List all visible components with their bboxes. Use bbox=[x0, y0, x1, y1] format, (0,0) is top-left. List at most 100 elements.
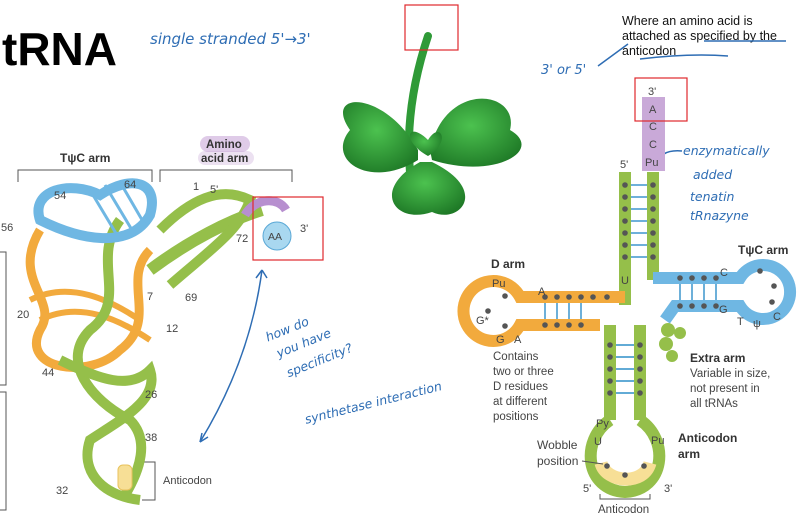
base-a-d: A bbox=[538, 286, 546, 298]
bracket-tpsic bbox=[17, 169, 153, 182]
hw-single-stranded: single stranded 5'→3' bbox=[150, 30, 311, 48]
bracket-d bbox=[0, 251, 7, 386]
amino-acid-note: Where an amino acid is attached as speci… bbox=[622, 14, 777, 58]
num-26: 26 bbox=[145, 389, 157, 401]
d-arm-rungs bbox=[544, 303, 582, 319]
tpsic-arm-loop bbox=[653, 259, 797, 325]
amino-arm-highlight bbox=[200, 136, 250, 152]
base-a1: A bbox=[649, 104, 657, 116]
extra-desc-2: not present in bbox=[690, 383, 760, 395]
hw-added: added bbox=[693, 167, 732, 182]
base-c1: C bbox=[649, 121, 657, 133]
five-prime-bottom: 5' bbox=[583, 483, 591, 495]
label-d-arm: D arm bbox=[491, 257, 525, 271]
num-72: 72 bbox=[236, 233, 248, 245]
num-54: 54 bbox=[54, 190, 66, 202]
five-prime-left: 5' bbox=[210, 184, 218, 196]
num-20: 20 bbox=[17, 309, 29, 321]
num-38: 38 bbox=[145, 432, 157, 444]
base-g-d: G bbox=[496, 334, 505, 346]
base-c-t: C bbox=[720, 267, 728, 279]
wobble-2: position bbox=[537, 454, 578, 468]
base-g-t: G bbox=[719, 304, 728, 316]
trna-3d-diagram: TψC arm Amino acid arm AA 54 64 1 5' 56 … bbox=[0, 136, 324, 511]
num-32: 32 bbox=[56, 485, 68, 497]
num-56: 56 bbox=[1, 222, 13, 234]
d-desc-2: two or three bbox=[493, 366, 554, 378]
label-amino-l1: Amino bbox=[206, 139, 242, 151]
tpsic-ribbon bbox=[33, 178, 157, 244]
d-arm-loop bbox=[457, 275, 625, 347]
hw-enzyme-arrow bbox=[663, 150, 683, 155]
hw-underline-attached bbox=[639, 54, 729, 60]
hw-trnazyne: tRnazyne bbox=[690, 208, 749, 223]
label-anticodon-right: Anticodon bbox=[598, 504, 649, 516]
d-desc-3: D residues bbox=[493, 381, 548, 393]
base-a-d2: A bbox=[514, 334, 522, 346]
anticodon-bracket bbox=[599, 494, 651, 500]
bracket-amino bbox=[159, 169, 293, 182]
hw-enzymatically: enzymatically bbox=[683, 143, 770, 158]
acceptor-ribbon-2 bbox=[156, 189, 257, 289]
acceptor-highlight-box bbox=[634, 77, 688, 122]
num-1: 1 bbox=[193, 181, 199, 193]
five-prime-top: 5' bbox=[620, 159, 628, 171]
aa-label: AA bbox=[268, 231, 282, 243]
aa-highlight-box bbox=[252, 196, 324, 261]
anticodon-3d bbox=[117, 464, 133, 491]
d-arm-ribbon bbox=[25, 227, 154, 372]
label-tpsic-arm: TψC arm bbox=[60, 151, 110, 165]
base-t-t: T bbox=[737, 316, 744, 328]
label-anticodon-arm-1: Anticodon bbox=[678, 431, 737, 445]
amino-tail bbox=[241, 196, 290, 218]
base-g-star: G* bbox=[476, 315, 490, 327]
tpsic-dots bbox=[677, 268, 777, 309]
label-amino-l2: acid arm bbox=[201, 153, 248, 165]
label-extra-arm: Extra arm bbox=[690, 351, 745, 365]
base-c2: C bbox=[649, 139, 657, 151]
anticodon-rungs bbox=[616, 344, 634, 394]
green-ribbon-2 bbox=[57, 355, 157, 505]
hw-synthetase: synthetase interaction bbox=[303, 378, 443, 427]
num-69: 69 bbox=[185, 292, 197, 304]
num-7: 7 bbox=[147, 291, 153, 303]
three-prime-bottom: 3' bbox=[664, 483, 672, 495]
hw-arrow-to-note bbox=[597, 43, 629, 67]
d-arm-dots bbox=[485, 293, 610, 329]
acceptor-rungs bbox=[631, 184, 647, 258]
hw-synthetase-group: synthetase interaction bbox=[303, 378, 443, 427]
three-prime-left: 3' bbox=[300, 223, 308, 235]
num-44: 44 bbox=[42, 367, 54, 379]
d-desc-5: positions bbox=[493, 411, 539, 423]
base-c-t2: C bbox=[773, 311, 781, 323]
extra-arm-dots bbox=[659, 323, 686, 362]
num-12: 12 bbox=[166, 323, 178, 335]
wobble-1: Wobble bbox=[537, 438, 578, 452]
anticodon-loop bbox=[584, 415, 666, 499]
anticodon-dots bbox=[604, 342, 647, 478]
extra-desc-3: all tRNAs bbox=[690, 398, 738, 410]
base-py: Py bbox=[596, 418, 609, 430]
hw-arrowhead-bottom bbox=[199, 432, 209, 443]
label-anticodon-arm-2: arm bbox=[678, 447, 700, 461]
tpsic-rungs-right bbox=[679, 284, 717, 300]
anticodon-triplet bbox=[594, 460, 657, 486]
bracket-anticodon-long bbox=[0, 391, 7, 511]
acceptor-dots bbox=[622, 182, 656, 260]
page-title: tRNA bbox=[2, 23, 117, 75]
base-u-ac: U bbox=[594, 436, 602, 448]
hw-tenatin: tenatin bbox=[690, 189, 735, 204]
hw-arrowhead-top bbox=[255, 269, 268, 279]
d-desc-1: Contains bbox=[493, 351, 539, 363]
trna-cloverleaf-diagram: 3' A C C Pu 5' bbox=[457, 77, 797, 516]
base-pu-d: Pu bbox=[492, 278, 505, 290]
amino-arm-highlight-2 bbox=[198, 151, 254, 165]
label-tpsic-right: TψC arm bbox=[738, 243, 788, 257]
acceptor-tail bbox=[642, 97, 665, 171]
num-64: 64 bbox=[124, 179, 136, 191]
base-pu-top: Pu bbox=[645, 157, 658, 169]
bracket-anticodon bbox=[142, 461, 156, 501]
hw-specificity-group: how do you have specificity? bbox=[263, 313, 355, 380]
d-desc-4: at different bbox=[493, 396, 548, 408]
